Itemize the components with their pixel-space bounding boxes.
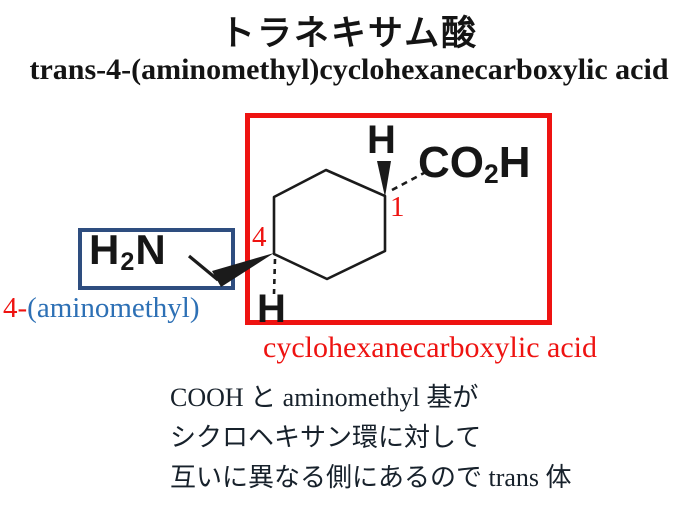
amine-subscript: 2 <box>120 247 136 276</box>
locant-1: 1 <box>390 191 405 223</box>
wedge-bond-c1-h <box>377 161 391 197</box>
aminomethyl-prefix: 4- <box>3 292 28 324</box>
aminomethyl-text: (aminomethyl) <box>27 292 200 324</box>
hydrogen-bottom-label: H <box>257 287 286 331</box>
cyclohexane-highlight-box <box>245 113 552 325</box>
acid-co: CO <box>418 138 484 187</box>
aminomethyl-highlight-box <box>78 228 235 290</box>
page-title: トラネキサム酸 <box>219 14 479 53</box>
amine-group-label: H2N <box>89 226 167 275</box>
explanation-line-3: 互いに異なる側にあるので trans 体 <box>170 463 572 492</box>
hydrogen-top-label: H <box>367 118 396 162</box>
iupac-name-subtitle: trans-4-(aminomethyl)cyclohexanecarboxyl… <box>29 53 669 86</box>
explanation-line-1: COOH と aminomethyl 基が <box>170 383 479 412</box>
explanation-line-2: シクロヘキサン環に対して <box>170 423 482 452</box>
carboxyl-group-label: CO2H <box>418 138 531 187</box>
cyclohexane-ring <box>272 168 387 281</box>
cyclohexane-annotation: cyclohexanecarboxylic acid <box>263 331 597 364</box>
acid-subscript: 2 <box>484 158 499 189</box>
amine-h: H <box>89 226 121 273</box>
amine-n: N <box>135 226 167 273</box>
wedge-bond-c4-ch2 <box>212 253 274 287</box>
locant-4: 4 <box>252 221 267 253</box>
aminomethyl-annotation: 4-(aminomethyl) <box>3 292 200 325</box>
bond-n-ch2 <box>187 254 220 282</box>
explanation-block: COOH と aminomethyl 基が シクロヘキサン環に対して 互いに異な… <box>170 378 572 498</box>
acid-h: H <box>498 138 531 187</box>
